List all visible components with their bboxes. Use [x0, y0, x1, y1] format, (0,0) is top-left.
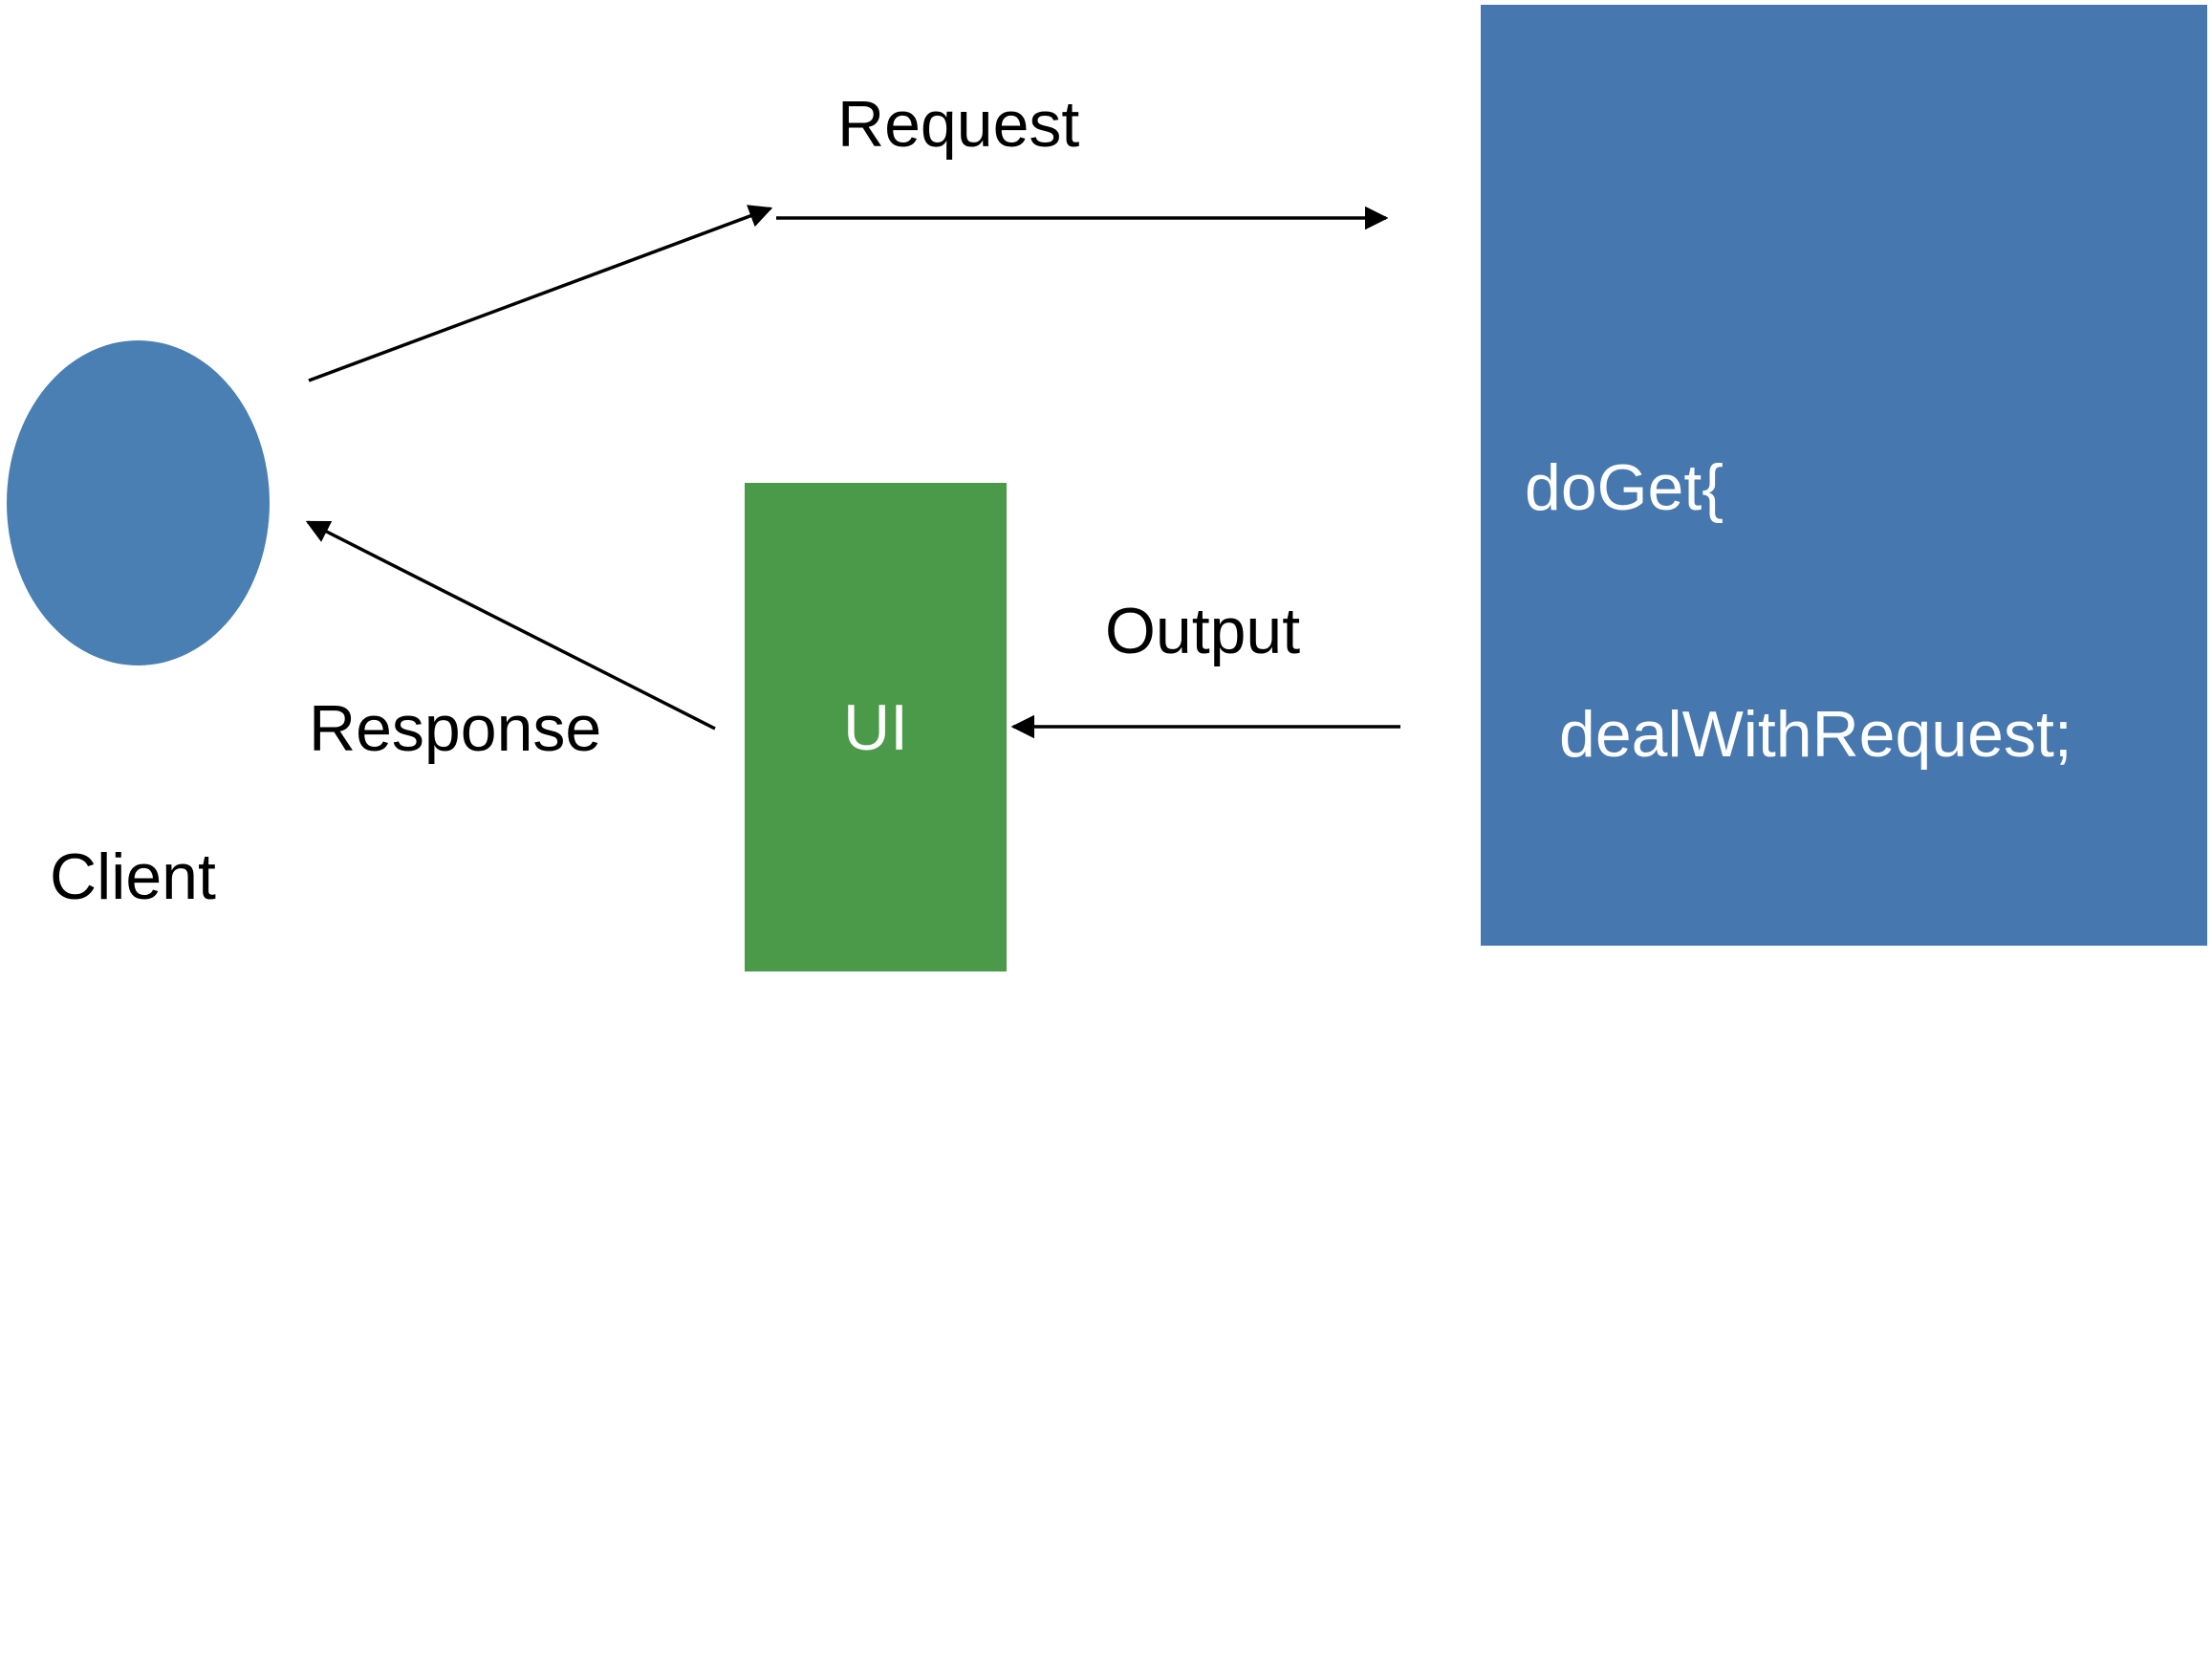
code-close-line: }	[1525, 1438, 1547, 1511]
client-label: Client	[50, 840, 216, 913]
client-circle	[7, 340, 270, 665]
ui-label: UI	[843, 691, 908, 764]
request-arrow-diagonal	[308, 205, 773, 382]
code-line-do-some-business: doSomeBusiness;	[1559, 945, 2084, 1017]
ui-box: UI	[745, 483, 1007, 971]
output-label: Output	[1105, 595, 1301, 667]
code-line-write-output: writeOutput;	[1559, 1191, 1910, 1264]
response-arrow	[305, 520, 716, 731]
code-block: doGet{ dealWithRequest; doSomeBusiness; …	[1525, 282, 2083, 1680]
server-code-box: doGet{ dealWithRequest; doSomeBusiness; …	[1481, 5, 2207, 1511]
diagram-canvas	[305, 205, 1400, 739]
response-label: Response	[309, 692, 602, 765]
code-line-deal-with-request: dealWithRequest;	[1559, 698, 2072, 771]
code-open-line: doGet{	[1525, 451, 1724, 524]
request-label: Request	[837, 88, 1080, 161]
